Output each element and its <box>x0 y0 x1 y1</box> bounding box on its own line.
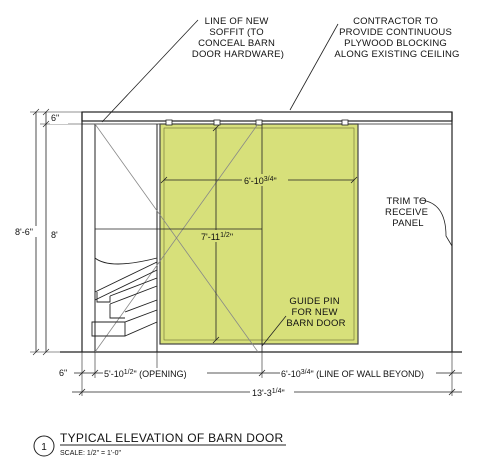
dim-door-height-frac: 1/2 <box>220 232 230 239</box>
dim-opening-width: 5'-101/2" (OPENING) <box>104 369 187 379</box>
leader-trim <box>419 199 453 247</box>
dim-overall-width-frac: 1/4 <box>272 388 282 395</box>
note-soffit: LINE OF NEW SOFFIT (TO CONCEAL BARN DOOR… <box>192 16 284 60</box>
note-soffit-line2: SOFFIT (TO <box>209 27 263 38</box>
dim-soffit-height: 6" <box>51 113 59 123</box>
hardware-tab-mid-left <box>213 119 221 126</box>
dim-door-height-main: 7'-11 <box>201 232 220 242</box>
dim-opening-width-frac: 1/2 <box>124 369 134 376</box>
note-guide-pin-line2: FOR NEW <box>291 307 337 318</box>
hardware-tab-mid-right <box>255 119 263 126</box>
dim-opening-width-label: " (OPENING) <box>133 369 186 379</box>
leader-contractor <box>289 23 339 111</box>
note-contractor-line3: PLYWOOD BLOCKING <box>344 38 447 49</box>
dim-wall-width-label: " (LINE OF WALL BEYOND) <box>310 369 424 379</box>
dim-overall-width-main: 13'-3 <box>252 388 272 398</box>
dim-extension-lines <box>30 108 82 356</box>
hardware-tab-right <box>341 119 349 126</box>
diagonal-line-b <box>94 123 259 353</box>
detail-number-bubble <box>33 435 55 457</box>
barn-door-inner-border <box>163 127 355 341</box>
note-contractor-line2: PROVIDE CONTINUOUS <box>339 27 452 38</box>
dim-door-width: 6'-103/4" <box>244 176 277 186</box>
dim-wall-width-frac: 3/4 <box>301 369 311 376</box>
dim-overall-height: 8'-6" <box>15 227 33 237</box>
door-dim-ticks <box>160 124 358 344</box>
note-trim-line2: RECEIVE <box>385 207 428 218</box>
note-guide-pin-line3: BARN DOOR <box>286 318 345 329</box>
drawing-title: TYPICAL ELEVATION OF BARN DOOR <box>60 431 284 445</box>
leader-guide-pin <box>261 315 287 347</box>
note-contractor: CONTRACTOR TO PROVIDE CONTINUOUS PLYWOOD… <box>334 16 459 60</box>
note-soffit-line3: CONCEAL BARN <box>198 38 275 49</box>
note-trim: TRIM TO RECEIVE PANEL <box>385 196 431 229</box>
dim-wall-width-main: 6'-10 <box>281 369 301 379</box>
dim-door-width-frac: 3/4 <box>264 176 274 183</box>
barn-door-panel <box>159 123 359 345</box>
dim-opening-height: 8' <box>51 230 58 240</box>
note-guide-pin-line1: GUIDE PIN <box>289 296 339 307</box>
note-contractor-line1: CONTRACTOR TO <box>353 16 438 27</box>
note-soffit-line1: LINE OF NEW <box>205 16 269 27</box>
note-guide-pin: GUIDE PIN FOR NEW BARN DOOR <box>286 296 345 329</box>
stair-outline <box>91 257 158 337</box>
note-contractor-line4: ALONG EXISTING CEILING <box>334 49 459 60</box>
dim-overall-width: 13'-31/4" <box>252 388 285 398</box>
dim-overall-width-unit: " <box>281 388 284 398</box>
bottom-dim-extensions <box>81 352 453 396</box>
note-trim-line3: PANEL <box>392 218 423 229</box>
leader-soffit <box>101 19 199 123</box>
dim-opening-width-main: 5'-10 <box>104 369 124 379</box>
dim-left-jamb: 6" <box>59 368 67 378</box>
dim-wall-width: 6'-103/4" (LINE OF WALL BEYOND) <box>281 369 424 379</box>
hardware-tab-left <box>165 119 173 126</box>
soffit <box>81 111 453 122</box>
dim-door-height: 7'-111/2" <box>201 232 233 242</box>
note-soffit-line4: DOOR HARDWARE) <box>192 49 284 60</box>
drawing-scale: SCALE: 1/2" = 1'-0" <box>60 450 121 457</box>
dim-door-width-main: 6'-10 <box>244 176 264 186</box>
dim-door-width-unit: " <box>273 176 276 186</box>
dim-door-height-unit: " <box>230 232 233 242</box>
note-trim-line1: TRIM TO <box>387 196 427 207</box>
detail-number: 1 <box>41 442 47 453</box>
